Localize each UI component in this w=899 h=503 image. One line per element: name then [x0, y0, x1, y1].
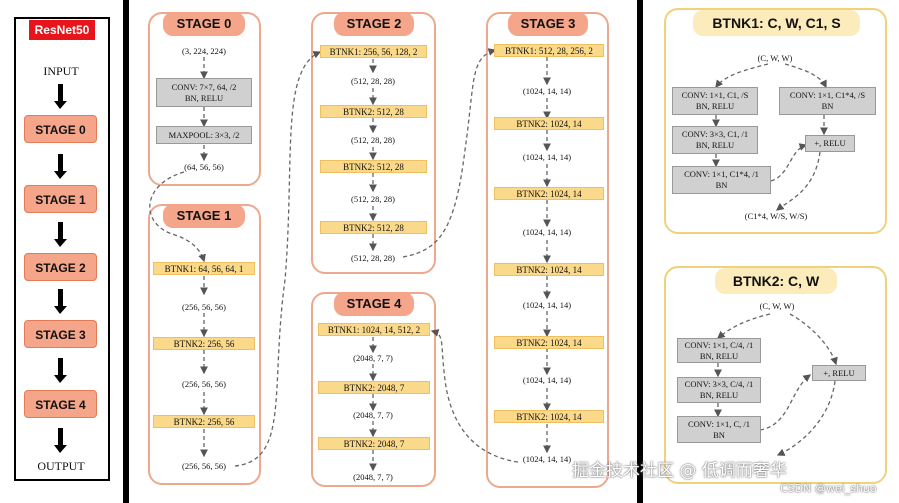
stage3-block-5: BTNK2: 1024, 14 [494, 336, 604, 349]
overview-title: ResNet50 [29, 20, 95, 40]
arrow-down-icon [54, 154, 67, 179]
btnk1-title: BTNK1: C, W, C1, S [693, 10, 860, 36]
stage4-dim-2: (2048, 7, 7) [353, 410, 393, 420]
stage4-block-2: BTNK2: 2048, 7 [318, 381, 430, 394]
stage2-block-3: BTNK2: 512, 28 [320, 160, 427, 173]
stage3-dim-4: (1024, 14, 14) [522, 300, 572, 310]
stage1-dim-1: (256, 56, 56) [182, 302, 226, 312]
arrow-down-icon [54, 222, 67, 247]
arrow-down-icon [54, 289, 67, 314]
btnk1-conv-c: CONV: 1×1, C1*4, /1 BN [672, 166, 771, 194]
stage4-title: STAGE 4 [334, 292, 414, 316]
btnk1-conv-c-line2: BN [715, 180, 728, 190]
btnk2-input-dim: (C, W, W) [759, 301, 795, 311]
stage3-block-4: BTNK2: 1024, 14 [494, 263, 604, 276]
stage0-input-dim: (3, 224, 224) [182, 46, 226, 56]
btnk2-add-relu: +, RELU [812, 365, 866, 381]
stage2-block-1: BTNK1: 256, 56, 128, 2 [320, 45, 427, 58]
btnk2-conv-b-line2: BN, RELU [699, 390, 739, 400]
stage2-dim-1: (512, 28, 28) [351, 76, 395, 86]
btnk1-conv-a: CONV: 1×1, C1, /S BN, RELU [672, 87, 758, 115]
btnk2-conv-c-line1: CONV: 1×1, C, /1 [687, 419, 750, 429]
btnk2-title: BTNK2: C, W [715, 268, 837, 294]
btnk1-panel [664, 8, 887, 234]
overview-output: OUTPUT [37, 459, 85, 473]
btnk2-conv-c-line2: BN [713, 430, 725, 440]
stage3-dim-1: (1024, 14, 14) [522, 86, 572, 96]
btnk1-shortcut-line1: CONV: 1×1, C1*4, /S [789, 90, 866, 100]
stage4-block-3: BTNK2: 2048, 7 [318, 437, 430, 450]
stage0-conv-line2: BN, RELU [184, 93, 224, 103]
stage2-dim-3: (512, 28, 28) [351, 194, 395, 204]
btnk2-conv-a-line2: BN, RELU [699, 351, 739, 361]
stage4-dim-1: (2048, 7, 7) [353, 353, 393, 363]
stage3-block-2: BTNK2: 1024, 14 [494, 117, 604, 130]
arrow-down-icon [54, 84, 67, 109]
stage1-dim-2: (256, 56, 56) [182, 379, 226, 389]
stage1-title: STAGE 1 [163, 204, 245, 228]
arrow-down-icon [54, 428, 67, 453]
stage1-block-2: BTNK2: 256, 56 [153, 337, 255, 350]
btnk1-shortcut-line2: BN [821, 101, 834, 111]
watermark-line1: 掘金技术社区 @ 低调而奢华 [572, 461, 787, 481]
stage3-dim-3: (1024, 14, 14) [522, 227, 572, 237]
stage3-block-1: BTNK1: 512, 28, 256, 2 [494, 44, 604, 57]
btnk1-conv-b: CONV: 3×3, C1, /1 BN, RELU [672, 126, 758, 154]
btnk1-output-dim: (C1*4, W/S, W/S) [744, 211, 808, 221]
stage3-title: STAGE 3 [508, 12, 588, 36]
stage2-title: STAGE 2 [334, 12, 414, 36]
stage3-dim-6: (1024, 14, 14) [522, 454, 572, 464]
overview-stage-3: STAGE 3 [24, 320, 97, 348]
stage1-block-3: BTNK2: 256, 56 [153, 415, 255, 428]
btnk2-conv-b: CONV: 3×3, C/4, /1 BN, RELU [677, 377, 761, 403]
stage3-dim-2: (1024, 14, 14) [522, 152, 572, 162]
stage1-dim-3: (256, 56, 56) [182, 461, 226, 471]
stage2-dim-2: (512, 28, 28) [351, 135, 395, 145]
btnk1-conv-b-line2: BN, RELU [695, 140, 735, 150]
stage1-block-1: BTNK1: 64, 56, 64, 1 [153, 262, 255, 275]
overview-stage-1: STAGE 1 [24, 185, 97, 213]
btnk1-conv-b-line1: CONV: 3×3, C1, /1 [681, 129, 749, 139]
overview-stage-2: STAGE 2 [24, 253, 97, 281]
separator-right [637, 0, 643, 503]
stage4-block-1: BTNK1: 1024, 14, 512, 2 [318, 323, 430, 336]
stage0-conv-line1: CONV: 7×7, 64, /2 [171, 82, 237, 92]
watermark-line2: CSDN @wei_shuo [780, 482, 877, 495]
stage2-block-4: BTNK2: 512, 28 [320, 221, 427, 234]
overview-stage-4: STAGE 4 [24, 390, 97, 418]
stage3-dim-5: (1024, 14, 14) [522, 375, 572, 385]
btnk1-conv-a-line1: CONV: 1×1, C1, /S [681, 90, 749, 100]
arrow-down-icon [54, 358, 67, 383]
stage0-conv-block: CONV: 7×7, 64, /2 BN, RELU [156, 78, 252, 107]
btnk1-add-relu: +, RELU [805, 135, 855, 152]
stage0-output-dim: (64, 56, 56) [184, 162, 224, 172]
stage4-dim-3: (2048, 7, 7) [353, 472, 393, 482]
btnk2-conv-b-line1: CONV: 3×3, C/4, /1 [684, 379, 754, 389]
overview-stage-0: STAGE 0 [24, 115, 97, 143]
separator-left [123, 0, 129, 503]
btnk1-shortcut: CONV: 1×1, C1*4, /S BN [779, 87, 876, 115]
stage0-maxpool-block: MAXPOOL: 3×3, /2 [156, 126, 252, 144]
overview-input: INPUT [43, 64, 79, 78]
btnk1-input-dim: (C, W, W) [757, 53, 793, 63]
btnk2-conv-a-line1: CONV: 1×1, C/4, /1 [684, 340, 754, 350]
stage0-title: STAGE 0 [163, 12, 245, 36]
btnk1-conv-c-line1: CONV: 1×1, C1*4, /1 [684, 169, 759, 179]
stage3-block-3: BTNK2: 1024, 14 [494, 187, 604, 200]
btnk2-conv-c: CONV: 1×1, C, /1 BN [677, 416, 761, 443]
stage2-block-2: BTNK2: 512, 28 [320, 105, 427, 118]
stage3-block-6: BTNK2: 1024, 14 [494, 410, 604, 423]
stage2-dim-4: (512, 28, 28) [351, 253, 395, 263]
btnk1-conv-a-line2: BN, RELU [695, 101, 735, 111]
btnk2-conv-a: CONV: 1×1, C/4, /1 BN, RELU [677, 338, 761, 363]
